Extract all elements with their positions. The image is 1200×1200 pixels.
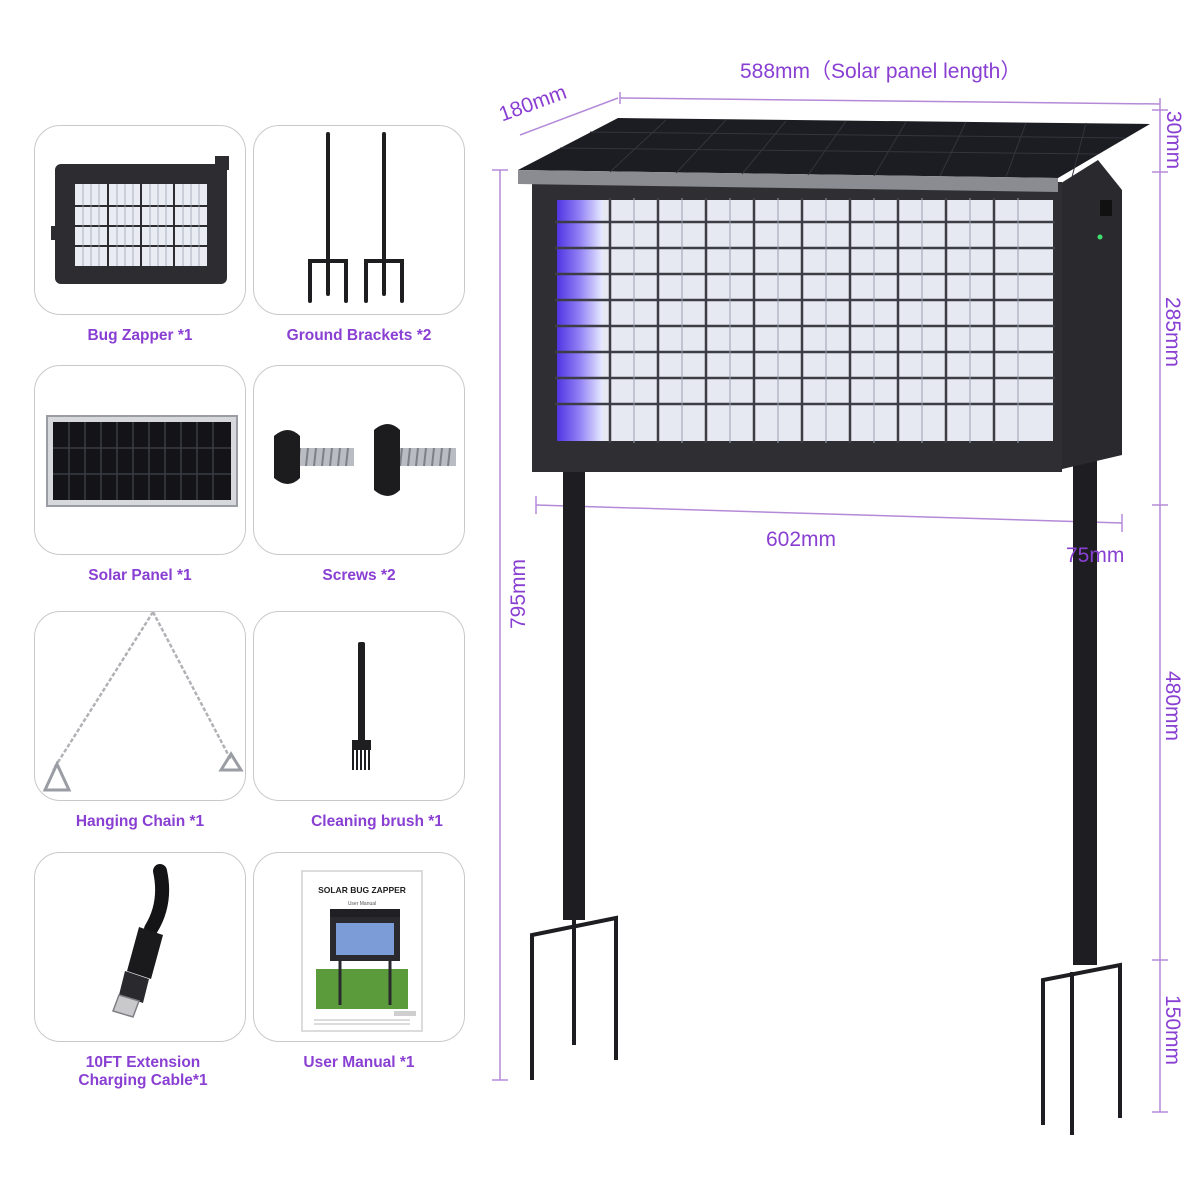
chain-icon <box>42 612 244 792</box>
manual-title: SOLAR BUG ZAPPER <box>318 885 406 895</box>
screws-card <box>253 365 465 555</box>
electric-grid <box>555 198 1055 443</box>
hanging-chain-label: Hanging Chain *1 <box>75 813 205 830</box>
hanging-chain-card <box>34 611 246 801</box>
ground-bracket-icon <box>308 132 404 303</box>
screws-label: Screws *2 <box>322 567 396 584</box>
bug-zapper-card <box>34 125 246 315</box>
solar-panel-card <box>34 365 246 555</box>
panel-thickness-dimension: 30mm <box>1162 110 1186 170</box>
extension-cable-label-line2: Charging Cable*1 <box>78 1072 208 1089</box>
cleaning-brush-label: Cleaning brush *1 <box>311 813 443 830</box>
zapper-housing <box>532 182 1062 472</box>
inner-grid <box>633 198 1019 443</box>
extension-cable-label: 10FT Extension Charging Cable*1 <box>28 1054 258 1090</box>
power-switch <box>1100 200 1112 216</box>
extension-cable-label-line1: 10FT Extension <box>85 1054 201 1071</box>
brush-icon <box>352 642 371 770</box>
dimension-lines <box>492 92 1168 1113</box>
solar-roof <box>518 118 1150 192</box>
indicator-led <box>1097 234 1103 240</box>
ground-brackets-card <box>253 125 465 315</box>
manual-icon: SOLAR BUG ZAPPER User Manual <box>301 870 423 1032</box>
body-height-dimension: 285mm <box>1161 296 1185 368</box>
cleaning-brush-card <box>253 611 465 801</box>
support-poles <box>530 440 1122 1135</box>
solar-panel-label: Solar Panel *1 <box>88 567 192 584</box>
total-height-dimension: 795mm <box>507 558 531 630</box>
extension-cable-card <box>34 852 246 1042</box>
pole-width-dimension: 75mm <box>1066 544 1125 567</box>
manual-subtitle: User Manual <box>348 901 376 907</box>
solar-panel-icon <box>46 415 238 507</box>
user-manual-label: User Manual *1 <box>303 1054 415 1071</box>
spike-length-dimension: 150mm <box>1161 994 1185 1066</box>
side-casing <box>1058 160 1122 470</box>
dc-cable-icon <box>112 864 170 1018</box>
ground-brackets-label: Ground Brackets *2 <box>286 327 432 344</box>
body-width-dimension: 602mm <box>766 528 837 551</box>
screw-icon <box>274 424 456 496</box>
bug-zapper-label: Bug Zapper *1 <box>87 327 193 344</box>
panel-length-dimension: 588mm（Solar panel length） <box>740 60 1022 83</box>
bug-zapper-thumb-icon <box>51 156 229 284</box>
pole-height-dimension: 480mm <box>1161 670 1185 742</box>
user-manual-card: SOLAR BUG ZAPPER User Manual <box>253 852 465 1042</box>
